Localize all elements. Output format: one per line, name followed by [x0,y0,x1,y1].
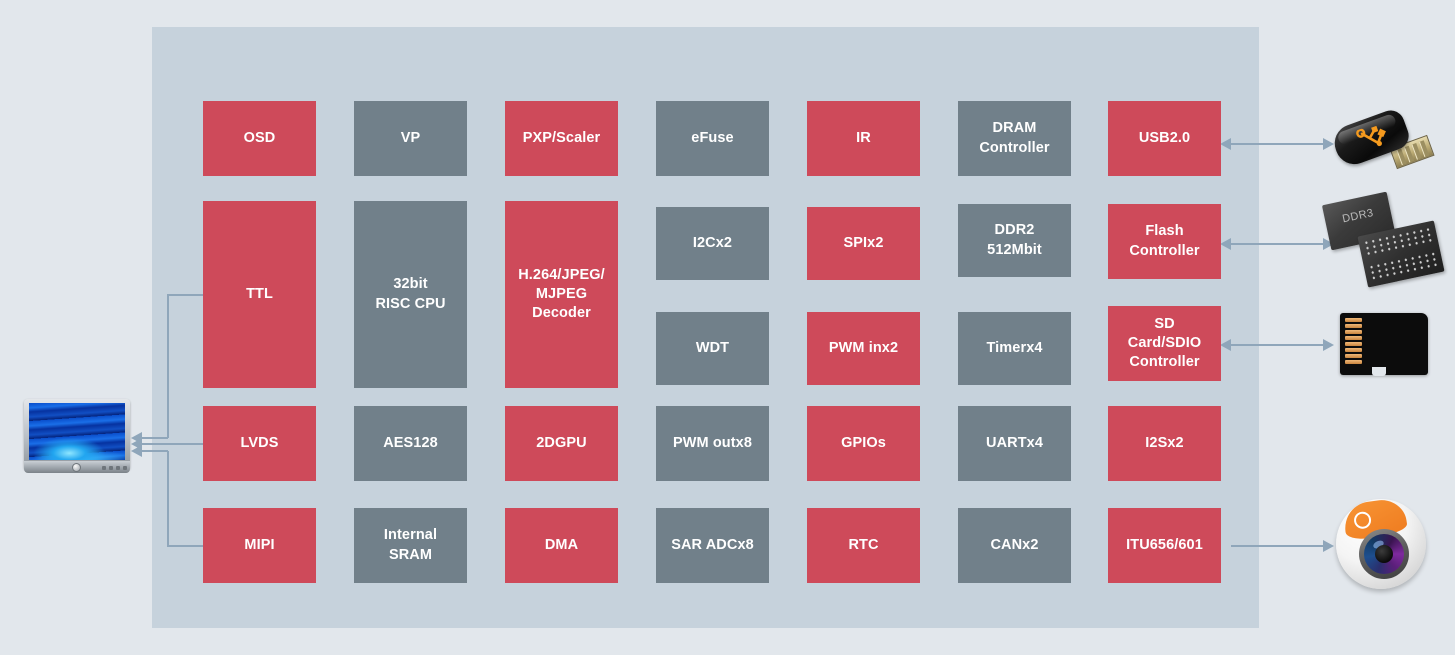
monitor-screen [29,403,125,460]
block-dma[interactable]: DMA [505,508,618,583]
arrow-flash-right [1323,238,1334,250]
arrow-sd-left [1220,339,1231,351]
block-wdt[interactable]: WDT [656,312,769,385]
arrow-mipi-to-monitor [131,445,142,457]
block-spix2[interactable]: SPIx2 [807,207,920,280]
block-timerx4[interactable]: Timerx4 [958,312,1071,385]
arrow-usb-left [1220,138,1231,150]
block-sd-controller[interactable]: SD Card/SDIO Controller [1108,306,1221,381]
block-lvds[interactable]: LVDS [203,406,316,481]
block-pwm-outx8[interactable]: PWM outx8 [656,406,769,481]
block-efuse[interactable]: eFuse [656,101,769,176]
webcam-lens [1359,529,1409,579]
arrow-usb-right [1323,138,1334,150]
monitor-power-button[interactable] [72,463,81,472]
block-ttl[interactable]: TTL [203,201,316,388]
block-i2sx2[interactable]: I2Sx2 [1108,406,1221,481]
block-video-decoder[interactable]: H.264/JPEG/ MJPEG Decoder [505,201,618,388]
block-itu656-601[interactable]: ITU656/601 [1108,508,1221,583]
usb-flash-drive-icon [1326,100,1444,182]
ddr3-memory-icon: DDR3 [1321,191,1447,292]
connector-camera [1231,545,1323,547]
connector-mipi-to-monitor [142,450,168,452]
block-pxp-scaler[interactable]: PXP/Scaler [505,101,618,176]
block-sar-adcx8[interactable]: SAR ADCx8 [656,508,769,583]
connector-usb [1231,143,1323,145]
microsd-body [1340,313,1428,376]
block-pwm-inx2[interactable]: PWM inx2 [807,312,920,385]
webcam-icon [1332,495,1430,593]
connector-flash [1231,243,1323,245]
block-mipi[interactable]: MIPI [203,508,316,583]
ddr3-label: DDR3 [1341,206,1375,226]
arrow-lvds-to-monitor [131,438,142,450]
webcam-body [1336,499,1426,589]
usb-body [1329,106,1413,170]
connector-ttl-horizontal [167,294,203,296]
microsd-card-icon [1334,305,1434,385]
block-rtc[interactable]: RTC [807,508,920,583]
arrow-sd-right [1323,339,1334,351]
usb-logo-icon [1356,125,1386,147]
block-flash-controller[interactable]: Flash Controller [1108,204,1221,279]
connector-ttl-to-monitor [142,437,168,439]
connector-mipi-vertical [167,451,169,547]
block-osd[interactable]: OSD [203,101,316,176]
block-vp[interactable]: VP [354,101,467,176]
arrow-camera-right [1323,540,1334,552]
block-2dgpu[interactable]: 2DGPU [505,406,618,481]
block-ir[interactable]: IR [807,101,920,176]
lcd-monitor-icon [24,399,130,484]
block-uartx4[interactable]: UARTx4 [958,406,1071,481]
connector-lvds-to-monitor [142,443,203,445]
block-risc-cpu[interactable]: 32bit RISC CPU [354,201,467,388]
block-i2cx2[interactable]: I2Cx2 [656,207,769,280]
block-dram-controller[interactable]: DRAM Controller [958,101,1071,176]
microsd-contacts [1345,318,1362,366]
block-ddr2-512mbit[interactable]: DDR2 512Mbit [958,204,1071,277]
connector-ttl-vertical [167,294,169,438]
block-gpios[interactable]: GPIOs [807,406,920,481]
block-canx2[interactable]: CANx2 [958,508,1071,583]
block-internal-sram[interactable]: Internal SRAM [354,508,467,583]
block-usb20[interactable]: USB2.0 [1108,101,1221,176]
arrow-flash-left [1220,238,1231,250]
connector-mipi-horizontal [167,545,203,547]
connector-sd [1231,344,1323,346]
block-aes128[interactable]: AES128 [354,406,467,481]
